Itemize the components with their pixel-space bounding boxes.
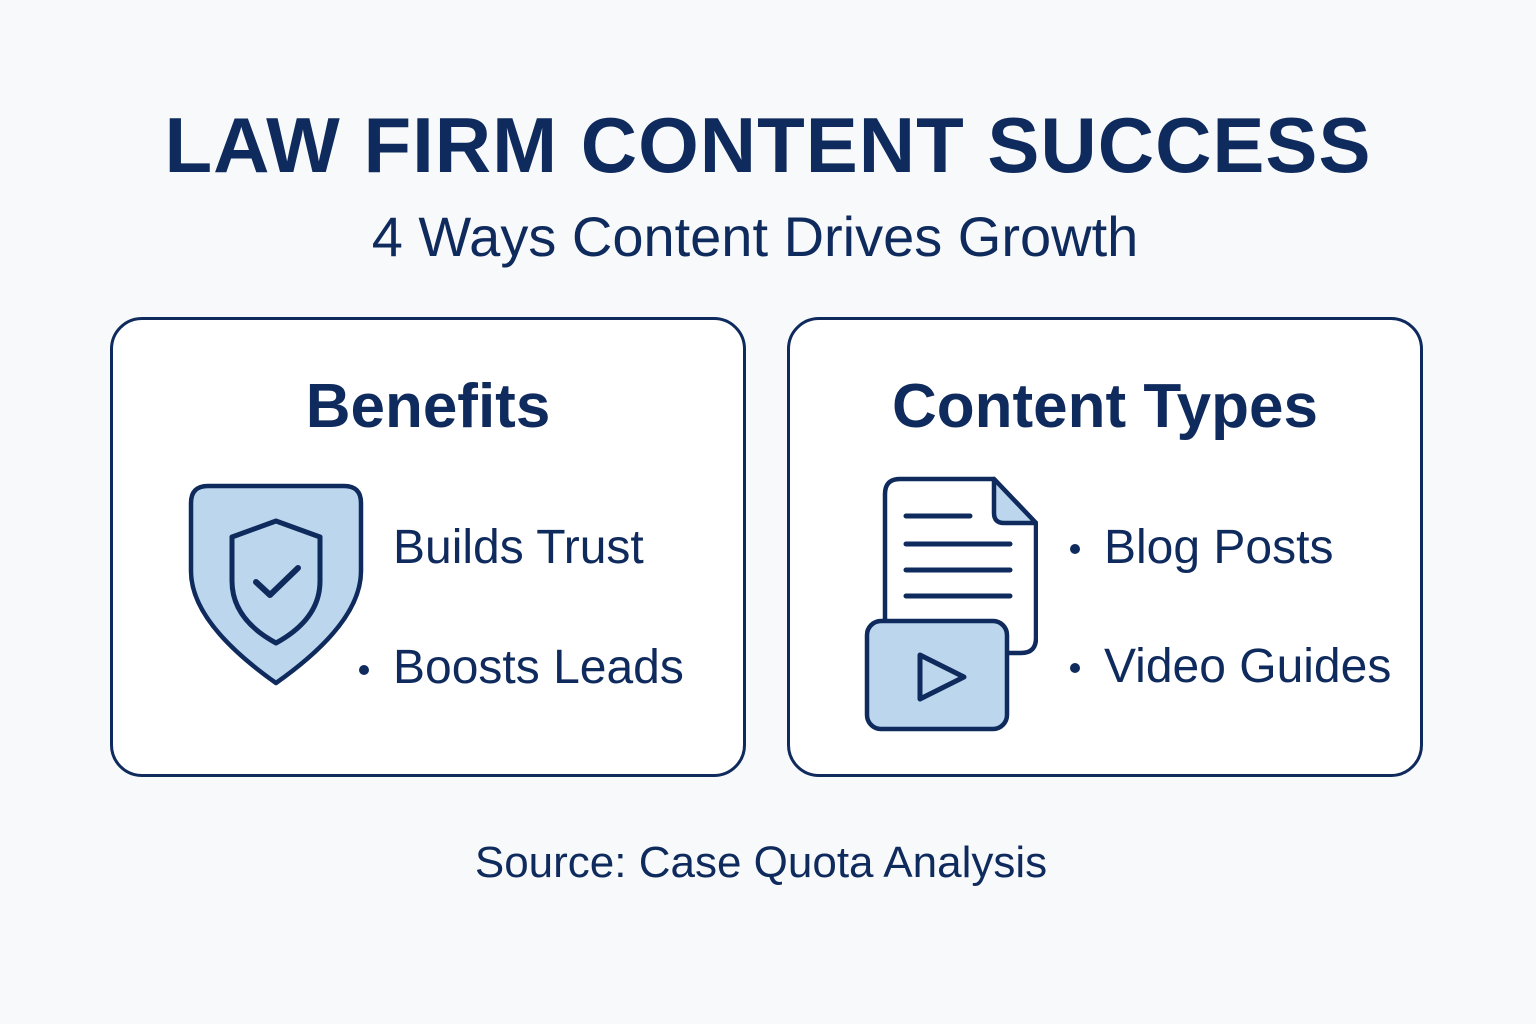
bullet-icon: [359, 665, 369, 675]
bullet-icon: [1070, 663, 1080, 673]
benefits-card: Benefits Builds Trust Boosts Leads: [110, 317, 746, 777]
content-type-item-video-guides: Video Guides: [1104, 640, 1392, 693]
document-video-icon: [864, 476, 1038, 732]
content-types-card: Content Types Blog Posts Video Guides: [787, 317, 1423, 777]
bullet-icon: [1070, 544, 1080, 554]
source-caption: Source: Case Quota Analysis: [474, 838, 1048, 887]
page-subtitle: 4 Ways Content Drives Growth: [371, 205, 1139, 268]
benefit-item-boosts-leads: Boosts Leads: [393, 641, 684, 694]
content-types-card-title: Content Types: [892, 372, 1318, 441]
benefits-card-title: Benefits: [305, 372, 551, 441]
benefit-item-builds-trust: Builds Trust: [393, 521, 644, 574]
shield-check-icon: [188, 483, 364, 686]
content-type-item-blog-posts: Blog Posts: [1104, 521, 1334, 574]
page-title: LAW FIRM CONTENT SUCCESS: [164, 101, 1372, 189]
